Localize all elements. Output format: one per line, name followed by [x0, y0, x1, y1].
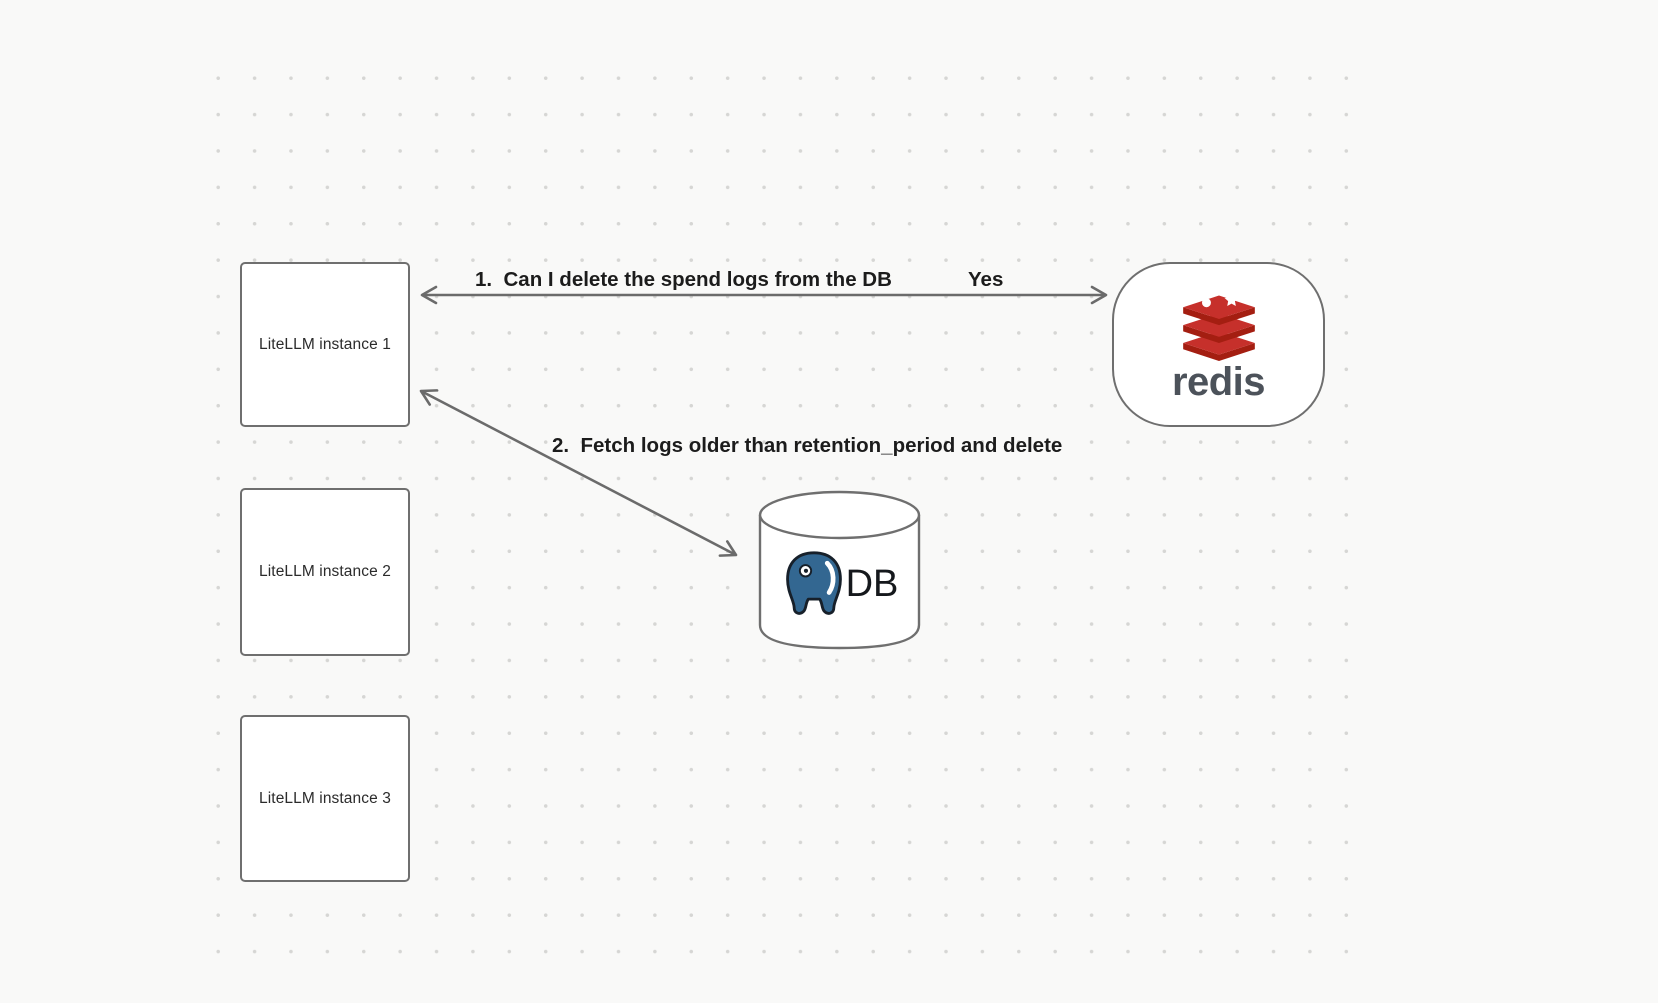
arrow1-label: 1. Can I delete the spend logs from the … — [475, 268, 892, 291]
node-litellm-instance-2: LiteLLM instance 2 — [240, 488, 410, 656]
postgres-elephant-icon — [785, 551, 842, 615]
db-content: DB — [765, 548, 913, 620]
node-litellm-instance-1-label: LiteLLM instance 1 — [259, 335, 391, 353]
redis-logo-icon — [1182, 292, 1255, 361]
redis-wordmark: redis — [1171, 360, 1266, 404]
arrow2-label: 2. Fetch logs older than retention_perio… — [552, 434, 1063, 457]
node-litellm-instance-1: LiteLLM instance 1 — [240, 262, 410, 427]
node-litellm-instance-3: LiteLLM instance 3 — [240, 715, 410, 882]
node-db: DB — [757, 488, 922, 654]
arrow1-response-label: Yes — [968, 268, 1004, 291]
node-redis: redis — [1112, 262, 1325, 427]
arrow-instance1-db — [419, 389, 738, 557]
node-litellm-instance-3-label: LiteLLM instance 3 — [259, 789, 391, 807]
db-label: DB — [845, 563, 899, 605]
node-litellm-instance-2-label: LiteLLM instance 2 — [259, 563, 391, 580]
